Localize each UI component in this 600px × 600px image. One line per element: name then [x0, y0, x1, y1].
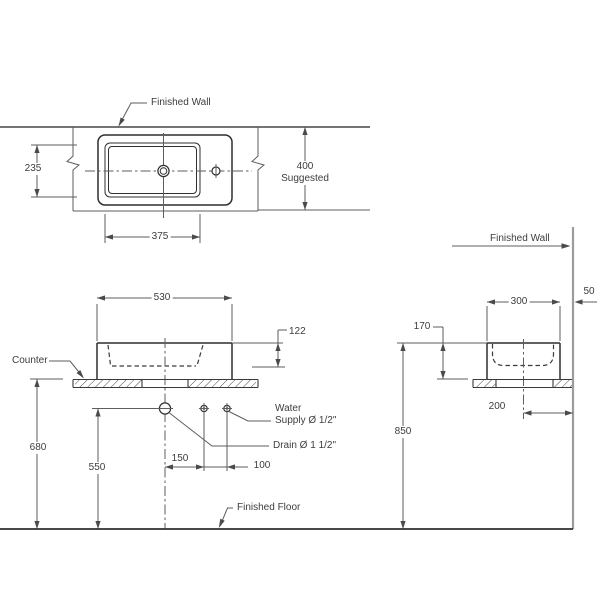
finished-wall-label-top: Finished Wall	[151, 97, 211, 108]
dim-label-550: 550	[86, 462, 108, 474]
drain-label: Drain Ø 1 1/2"	[273, 440, 337, 451]
water-supply-holes	[199, 403, 232, 414]
dim-label-530: 530	[151, 292, 173, 304]
dim-label-122: 122	[289, 326, 306, 337]
dim-label-200: 200	[488, 401, 506, 412]
dim-200	[523, 410, 573, 416]
bowl-hidden-line-front	[107, 344, 204, 367]
dim-label-850: 850	[392, 426, 414, 438]
dim-150	[165, 464, 204, 470]
counter-leader	[49, 360, 84, 379]
sink-rim-outer	[104, 142, 201, 198]
dim-label-100: 100	[253, 460, 271, 471]
finished-wall-label-right: Finished Wall	[490, 233, 550, 244]
dim-375	[104, 214, 201, 243]
drain-symbol-plan	[157, 164, 170, 178]
side-elevation	[397, 227, 597, 529]
plan-view	[0, 102, 370, 243]
dim-label-375: 375	[149, 231, 171, 243]
drain-leader	[169, 412, 269, 447]
finished-floor-leader	[218, 507, 233, 528]
finished-wall-leader-right	[452, 243, 571, 249]
sink-outline-plan	[97, 134, 233, 206]
counter-label: Counter	[12, 355, 48, 366]
water-supply-leader	[228, 411, 271, 422]
dim-100	[204, 464, 248, 470]
dim-label-50: 50	[583, 286, 595, 297]
dim-label-300: 300	[508, 296, 530, 308]
dim-122	[232, 329, 287, 368]
finished-floor-label: Finished Floor	[237, 502, 301, 513]
dim-50	[574, 299, 597, 305]
dim-label-235: 235	[22, 163, 44, 175]
counter-break-left	[66, 127, 81, 211]
dim-170	[433, 326, 468, 380]
dim-label-170: 170	[413, 321, 431, 332]
counter-side	[472, 378, 572, 389]
dim-680	[30, 378, 63, 529]
counter-break-right	[251, 127, 266, 211]
front-elevation	[30, 295, 287, 529]
counter-front	[72, 378, 259, 389]
finished-wall-leader-top	[118, 102, 147, 127]
sink-rim-inner	[108, 146, 197, 194]
dim-label-150: 150	[171, 453, 189, 464]
dim-label-680: 680	[27, 442, 49, 454]
dim-235	[31, 144, 77, 198]
